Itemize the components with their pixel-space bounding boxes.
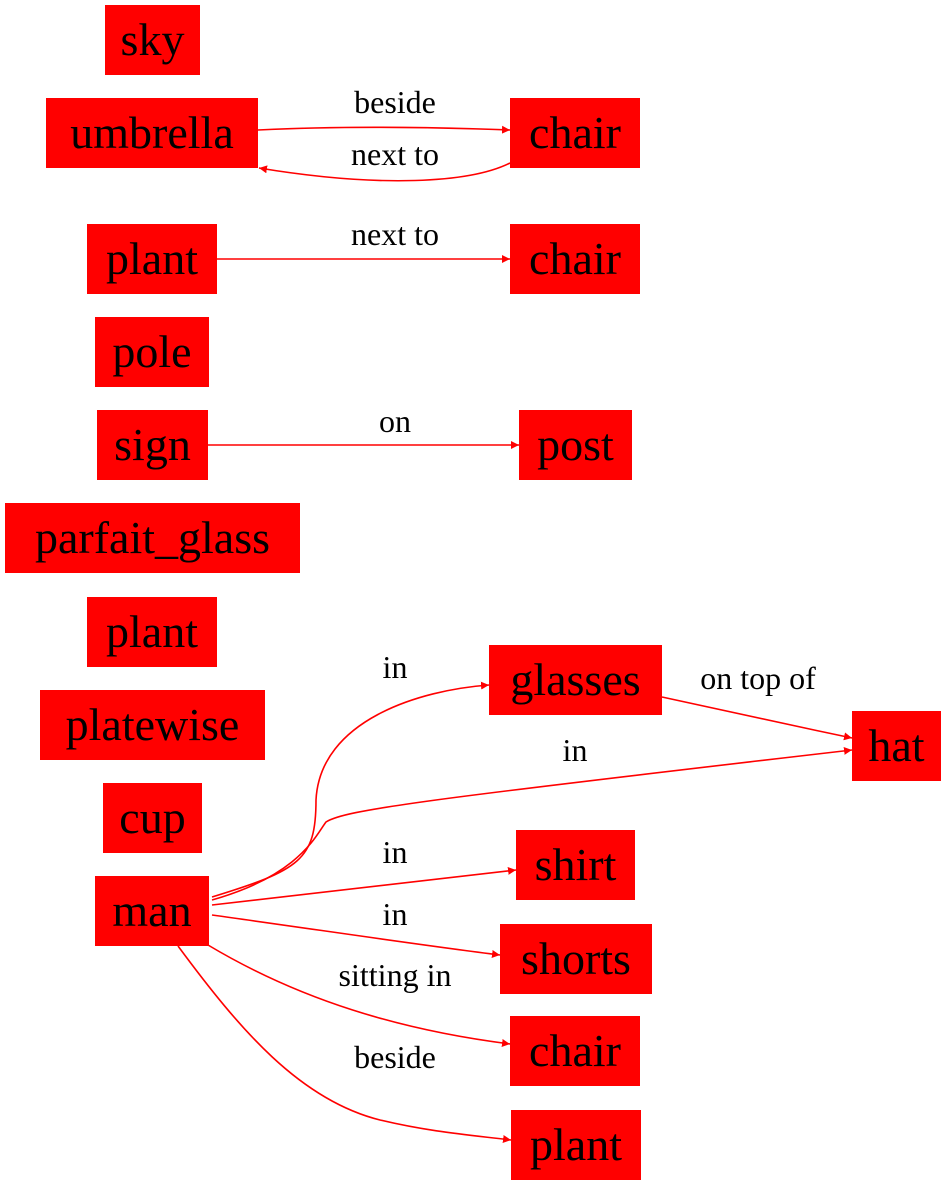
node-label: chair (529, 233, 621, 284)
node-shorts: shorts (500, 924, 652, 994)
node-glasses: glasses (489, 645, 662, 715)
node-label: sky (121, 14, 185, 65)
node-cup: cup (103, 783, 202, 853)
node-box (500, 924, 652, 994)
node-box (510, 98, 640, 168)
edge-label: beside (354, 84, 436, 120)
node-label: plant (106, 606, 198, 657)
edge-label: next to (351, 216, 439, 252)
node-umbrella: umbrella (46, 98, 258, 168)
edge-label: in (383, 834, 408, 870)
node-label: pole (112, 326, 191, 377)
edge-label: on top of (700, 660, 816, 696)
node-box (40, 690, 265, 760)
edge-glasses-hat: on top of (661, 660, 853, 741)
node-label: chair (529, 107, 621, 158)
node-label: post (537, 419, 614, 470)
edge-man-chair3: sitting in (207, 944, 511, 1047)
node-label: plant (530, 1119, 622, 1170)
node-label: shirt (535, 839, 617, 890)
node-label: platewise (66, 699, 240, 750)
edge-plant1-chair2: next to (217, 216, 510, 263)
edge-man-glasses: in (211, 649, 490, 898)
edge-arrow (211, 681, 490, 898)
edge-arrow (211, 746, 853, 901)
node-label: plant (106, 233, 198, 284)
edge-label: in (383, 896, 408, 932)
edge-label: on (379, 403, 411, 439)
node-plant1: plant (87, 224, 217, 294)
edge-man-shorts: in (211, 896, 501, 958)
node-box (95, 876, 209, 946)
node-box (519, 410, 632, 480)
edge-arrow (211, 866, 517, 906)
node-sign: sign (97, 410, 208, 480)
node-plant3: plant (511, 1110, 641, 1180)
node-man: man (95, 876, 209, 946)
edge-label: sitting in (339, 957, 452, 993)
node-box (87, 224, 217, 294)
edge-man-shirt: in (211, 834, 517, 906)
node-label: glasses (510, 654, 640, 705)
node-box (103, 783, 202, 853)
node-label: chair (529, 1025, 621, 1076)
edge-man-hat: in (211, 732, 853, 901)
node-box (510, 1016, 640, 1086)
edge-label: in (563, 732, 588, 768)
edge-arrow (177, 945, 512, 1144)
edge-label: next to (351, 136, 439, 172)
edge-chair1-umbrella: next to (258, 136, 511, 182)
node-label: umbrella (70, 107, 234, 158)
node-box (87, 597, 217, 667)
node-plant2: plant (87, 597, 217, 667)
edge-arrow (211, 914, 501, 958)
node-box (852, 711, 941, 781)
node-hat: hat (852, 711, 941, 781)
edge-umbrella-chair1: beside (257, 84, 511, 134)
node-sky: sky (105, 5, 200, 75)
node-box (511, 1110, 641, 1180)
edge-arrow (258, 162, 511, 182)
node-pole: pole (95, 317, 209, 387)
edge-arrow (207, 944, 511, 1047)
node-chair1: chair (510, 98, 640, 168)
edge-sign-post: on (208, 403, 519, 449)
node-chair2: chair (510, 224, 640, 294)
node-box (489, 645, 662, 715)
node-shirt: shirt (516, 830, 635, 900)
node-label: parfait_glass (35, 512, 270, 563)
edge-man-plant3: beside (177, 945, 512, 1144)
node-post: post (519, 410, 632, 480)
node-box (46, 98, 258, 168)
edge-arrow (661, 696, 853, 741)
node-label: cup (119, 792, 185, 843)
edge-label: in (383, 649, 408, 685)
edge-arrow (257, 125, 511, 134)
node-box (5, 503, 300, 573)
node-box (95, 317, 209, 387)
node-box (105, 5, 200, 75)
node-platewise: platewise (40, 690, 265, 760)
node-label: shorts (521, 933, 631, 984)
edge-label: beside (354, 1039, 436, 1075)
node-box (516, 830, 635, 900)
node-label: hat (868, 720, 924, 771)
node-box (97, 410, 208, 480)
node-label: sign (114, 419, 191, 470)
node-box (510, 224, 640, 294)
node-label: man (112, 885, 191, 936)
node-parfait_glass: parfait_glass (5, 503, 300, 573)
node-chair3: chair (510, 1016, 640, 1086)
